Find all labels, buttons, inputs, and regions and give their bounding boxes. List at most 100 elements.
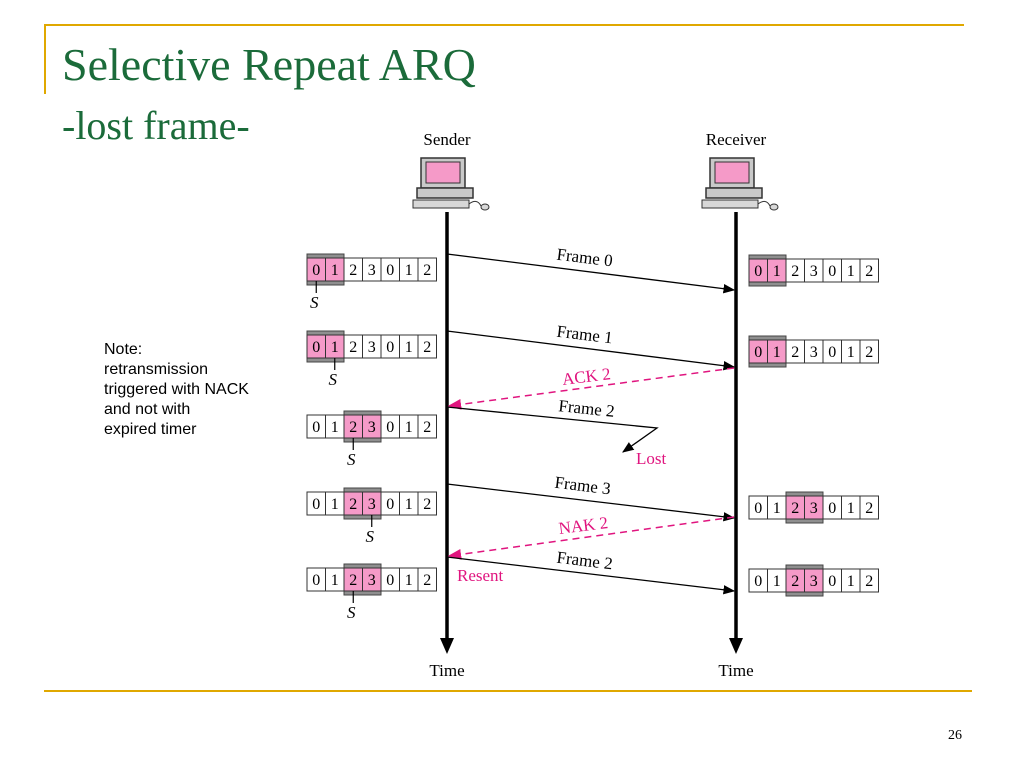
sequence-number: 0 xyxy=(312,339,320,356)
sequence-number: 0 xyxy=(754,573,762,590)
note-line: Note: xyxy=(104,341,143,358)
sequence-number: 1 xyxy=(405,339,413,356)
note-line: retransmission xyxy=(104,361,209,378)
sequence-number: 1 xyxy=(331,419,339,436)
sequence-cell xyxy=(859,258,879,283)
pointer-label: S xyxy=(310,293,319,312)
pointer-label: S xyxy=(347,450,356,469)
sequence-number: 3 xyxy=(810,263,818,280)
receiver-computer-icon xyxy=(701,157,779,211)
sequence-number: 1 xyxy=(331,262,339,279)
sequence-number: 2 xyxy=(865,263,873,280)
sequence-number: 2 xyxy=(349,419,357,436)
sequence-number: 0 xyxy=(386,262,394,279)
sequence-number: 3 xyxy=(810,500,818,517)
sequence-number: 2 xyxy=(349,262,357,279)
sequence-number: 3 xyxy=(368,496,376,513)
sequence-number: 2 xyxy=(791,344,799,361)
frame-2-resent-arrow xyxy=(446,556,736,595)
frame-3-arrow xyxy=(446,483,736,522)
slide-title: Selective Repeat ARQ xyxy=(62,39,476,90)
sequence-number: 1 xyxy=(847,500,855,517)
receiver-label: Receiver xyxy=(706,130,767,149)
frame-3-label: Frame 3 xyxy=(554,473,612,499)
sequence-number: 3 xyxy=(810,573,818,590)
sequence-number: 2 xyxy=(791,500,799,517)
sender-label: Sender xyxy=(423,130,471,149)
sequence-cell xyxy=(417,257,437,282)
sequence-cell xyxy=(417,491,437,516)
sequence-number: 0 xyxy=(828,573,836,590)
sequence-number: 2 xyxy=(865,573,873,590)
sequence-number: 3 xyxy=(368,419,376,436)
accent-rule-bottom xyxy=(44,690,972,692)
sequence-number: 3 xyxy=(810,344,818,361)
accent-rule-top xyxy=(44,24,964,26)
sequence-number: 1 xyxy=(773,263,781,280)
sequence-number: 2 xyxy=(423,496,431,513)
pointer-label: S xyxy=(366,527,375,546)
sequence-number: 0 xyxy=(754,344,762,361)
pointer-label: S xyxy=(347,603,356,622)
frame-0-label: Frame 0 xyxy=(556,245,614,271)
sequence-cell xyxy=(417,334,437,359)
sequence-number: 2 xyxy=(423,419,431,436)
sequence-number: 3 xyxy=(368,262,376,279)
sequence-number: 0 xyxy=(386,339,394,356)
sequence-number: 0 xyxy=(386,572,394,589)
sequence-number: 1 xyxy=(405,262,413,279)
note-line: expired timer xyxy=(104,421,197,438)
sequence-number: 0 xyxy=(312,496,320,513)
sequence-number: 0 xyxy=(828,263,836,280)
sequence-number: 1 xyxy=(405,419,413,436)
note-box: Note: retransmission triggered with NACK… xyxy=(104,340,304,440)
frame-2-resent-label: Frame 2 xyxy=(556,548,614,574)
sequence-number: 2 xyxy=(865,344,873,361)
frame-2-label: Frame 2 xyxy=(558,396,616,421)
sequence-number: 3 xyxy=(368,572,376,589)
sequence-number: 1 xyxy=(331,496,339,513)
sequence-number: 0 xyxy=(828,344,836,361)
accent-rule-vertical xyxy=(44,24,46,94)
note-line: and not with xyxy=(104,401,191,418)
sequence-number: 2 xyxy=(791,573,799,590)
sequence-number: 2 xyxy=(791,263,799,280)
frame-1-label: Frame 1 xyxy=(556,322,614,348)
sequence-cell xyxy=(417,567,437,592)
sequence-number: 0 xyxy=(386,496,394,513)
sequence-number: 0 xyxy=(312,262,320,279)
sequence-number: 0 xyxy=(312,572,320,589)
sequence-number: 2 xyxy=(349,339,357,356)
sequence-number: 1 xyxy=(405,496,413,513)
sequence-number: 1 xyxy=(773,500,781,517)
sequence-number: 1 xyxy=(773,344,781,361)
sequence-cell xyxy=(859,495,879,520)
page-number: 26 xyxy=(948,728,962,743)
sequence-number: 2 xyxy=(423,339,431,356)
frame-0-arrow xyxy=(446,253,736,294)
sequence-number: 0 xyxy=(754,263,762,280)
sequence-number: 3 xyxy=(368,339,376,356)
sender-time-label: Time xyxy=(429,661,464,680)
sequence-number: 1 xyxy=(773,573,781,590)
sequence-number: 2 xyxy=(423,262,431,279)
slide-subtitle: -lost frame- xyxy=(62,103,250,148)
sequence-cell xyxy=(859,339,879,364)
sequence-number: 2 xyxy=(865,500,873,517)
ack-2-label: ACK 2 xyxy=(561,364,612,389)
sequence-number: 1 xyxy=(331,339,339,356)
receiver-time-arrow xyxy=(729,638,743,654)
sequence-number: 1 xyxy=(847,344,855,361)
sequence-number: 1 xyxy=(405,572,413,589)
sequence-number: 2 xyxy=(349,496,357,513)
note-line: triggered with NACK xyxy=(104,381,249,398)
